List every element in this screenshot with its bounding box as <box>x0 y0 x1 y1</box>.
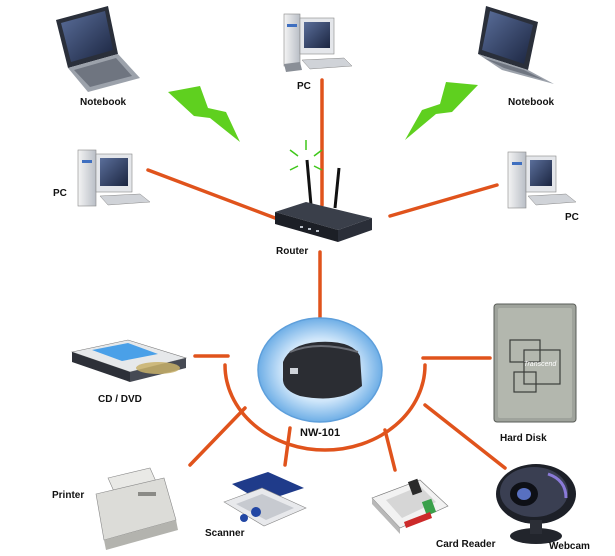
connection-lines <box>146 78 507 472</box>
hub-arc <box>223 363 427 452</box>
printer-label: Printer <box>52 490 85 501</box>
hard-disk-brand: Transcend <box>524 361 558 368</box>
cd-dvd-label: CD / DVD <box>98 394 142 405</box>
link-pc-right <box>388 183 499 218</box>
pc-right-icon <box>507 151 577 209</box>
link-card-reader <box>383 428 397 472</box>
hub-icon <box>257 317 383 423</box>
hard-disk-icon: Transcend <box>493 303 577 423</box>
webcam-label: Webcam <box>549 541 590 552</box>
notebook-right-label: Notebook <box>508 97 555 108</box>
card-reader-label: Card Reader <box>436 539 496 550</box>
link-printer <box>188 406 247 467</box>
link-pc-left <box>146 168 277 220</box>
pc-top-label: PC <box>297 81 311 92</box>
router-icon <box>275 140 372 242</box>
notebook-right-icon <box>478 6 554 84</box>
notebook-left-label: Notebook <box>80 97 127 108</box>
pc-right-label: PC <box>565 212 579 223</box>
link-webcam <box>423 403 507 470</box>
hard-disk-label: Hard Disk <box>500 433 547 444</box>
wireless-bolt-right <box>405 82 478 140</box>
webcam-icon <box>496 464 576 544</box>
hub-label: NW-101 <box>300 427 341 439</box>
router-label: Router <box>276 246 309 257</box>
cd-dvd-icon <box>70 339 188 382</box>
wireless-bolt-left <box>168 86 240 142</box>
card-reader-icon <box>371 478 449 534</box>
pc-left-icon <box>77 149 151 207</box>
notebook-left-icon <box>56 6 140 92</box>
pc-left-label: PC <box>53 188 67 199</box>
pc-top-icon <box>283 13 353 72</box>
scanner-label: Scanner <box>205 528 245 539</box>
scanner-icon <box>223 472 307 527</box>
link-scanner <box>283 426 292 467</box>
printer-icon <box>95 467 178 550</box>
